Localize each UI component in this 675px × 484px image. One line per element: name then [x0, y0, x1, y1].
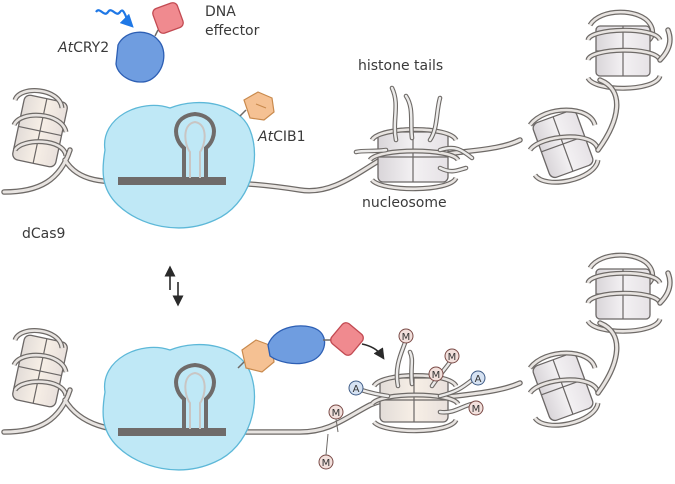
histone-tails-label: histone tails — [358, 58, 443, 74]
guide-rna-top — [118, 111, 226, 185]
dna-effector-label-line2: effector — [205, 23, 260, 39]
methyl-mark: M — [428, 366, 444, 382]
svg-text:A: A — [475, 374, 482, 385]
bottom-panel: M M M M M M A A — [1, 252, 673, 471]
guide-rna-bottom — [118, 362, 226, 436]
nucleosome-top-left — [11, 88, 69, 168]
top-panel: DNA effector AtCRY2 AtCIB1 histone tails… — [1, 2, 673, 242]
svg-text:M: M — [322, 458, 331, 469]
atcry2-protein-top — [115, 31, 165, 83]
nucleosome-bottom-mid — [527, 350, 601, 428]
dna-effector-label-line1: DNA — [205, 4, 236, 20]
methyl-mark: M — [328, 404, 344, 420]
nucleosome-bottom-right — [585, 252, 663, 334]
atcib1-label: AtCIB1 — [257, 129, 306, 145]
nucleosome-top-right — [585, 9, 663, 91]
acetyl-mark: A — [348, 380, 364, 396]
atcry2-label: AtCRY2 — [57, 40, 109, 56]
methyl-mark: M — [318, 454, 334, 470]
methyl-mark: M — [468, 400, 484, 416]
dcas9-protein-top — [102, 101, 256, 229]
dna-effector-protein-bottom — [330, 322, 364, 356]
dcas9-label: dCas9 — [22, 226, 65, 242]
effector-action-arrow — [361, 343, 385, 360]
dcas9-protein-bottom — [102, 343, 256, 471]
atcib1-protein-top — [243, 91, 275, 121]
histone-tails-top — [353, 85, 475, 174]
atcry2-complex-top — [95, 2, 184, 83]
equilibrium-arrows-icon — [164, 265, 184, 307]
atcry2-protein-bottom — [267, 325, 326, 365]
recruited-complex — [237, 322, 385, 373]
acetyl-mark: A — [470, 370, 486, 386]
methyl-mark: M — [444, 348, 460, 364]
svg-text:M: M — [332, 408, 341, 419]
nucleosome-label: nucleosome — [362, 195, 447, 211]
nucleosome-center-bottom — [353, 337, 475, 434]
nucleosome-center-top — [353, 85, 475, 192]
methyl-mark: M — [398, 328, 414, 344]
svg-text:M: M — [402, 332, 411, 343]
nucleosome-top-mid — [527, 107, 601, 185]
nucleosome-bottom-left — [11, 328, 69, 408]
dna-effector-protein-top — [152, 2, 184, 34]
svg-text:A: A — [353, 384, 360, 395]
svg-text:M: M — [432, 370, 441, 381]
blue-light-wave-icon — [95, 9, 134, 28]
atcib1-protein-bottom — [241, 339, 275, 373]
svg-text:M: M — [448, 352, 457, 363]
histone-marks: M M M M M M A A — [318, 328, 486, 470]
svg-text:M: M — [472, 404, 481, 415]
